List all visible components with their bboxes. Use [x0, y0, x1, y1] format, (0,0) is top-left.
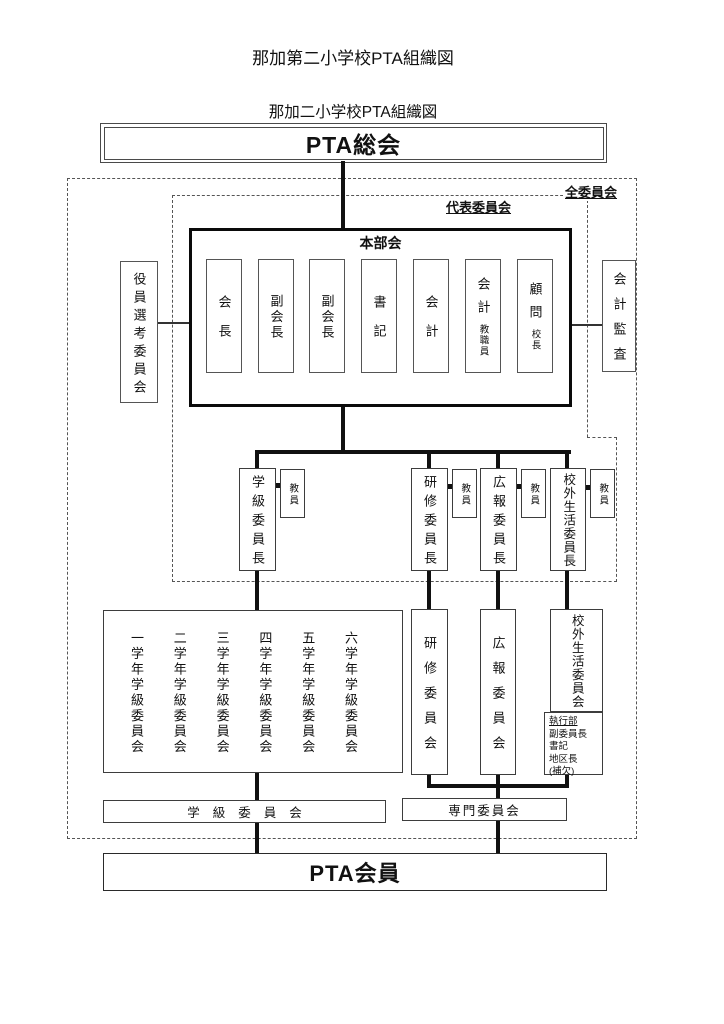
officer-advisor-sub: 校長	[529, 329, 541, 352]
group-all-committees	[67, 178, 637, 839]
stub-kogai-teacher	[585, 485, 591, 490]
bar-gakkyu-label: 学級委員会	[187, 806, 315, 820]
node-grade-committees: 一学年学級委員会 二学年学級委員会 三学年学級委員会 四学年学級委員会 五学年学…	[103, 610, 403, 773]
officer-treasurer: 会計	[413, 259, 449, 373]
officer-president-label: 会長	[216, 295, 232, 353]
grade-1-committee: 一学年学級委員会	[129, 630, 144, 755]
teacher-kenshu-label: 教員	[459, 482, 471, 507]
node-officer-selection-committee: 役員選考委員会	[120, 261, 158, 403]
officer-selection-label: 役員選考委員会	[131, 271, 147, 398]
connector-kenshu-down	[427, 773, 431, 788]
koho-committee-label: 広報委員会	[490, 635, 506, 761]
grade-2-committee: 二学年学級委員会	[171, 630, 187, 755]
page-title: 那加第二小学校PTA組織図	[252, 49, 454, 68]
teacher-koho-label: 教員	[528, 482, 540, 507]
connector-drop-kenshu-chair	[427, 450, 431, 469]
teacher-box-gakkyu: 教員	[280, 469, 305, 518]
chair-gakkyu: 学級委員長	[239, 468, 276, 571]
accounting-audit-label: 会計監査	[611, 272, 627, 372]
officer-secretary: 書記	[361, 259, 397, 373]
connector-branch-horizontal	[255, 450, 571, 454]
connector-kenshu-chair-down	[427, 570, 431, 610]
grade-3-committee: 三学年学級委員会	[214, 630, 230, 755]
stub-gakkyu-teacher	[275, 483, 281, 488]
honbukai-label: 本部会	[359, 235, 402, 251]
shikkobu-member-1: 副委員長	[549, 728, 588, 740]
node-kenshu-committee: 研修委員会	[411, 609, 448, 775]
kenshu-committee-label: 研修委員会	[422, 635, 437, 761]
connector-yakuin-senko	[157, 322, 190, 324]
officer-president: 会長	[206, 259, 242, 373]
node-pta-general-meeting: PTA総会	[100, 123, 607, 163]
officer-advisor: 顧問校長	[517, 259, 553, 373]
connector-committees-horizontal	[427, 784, 569, 788]
chair-kenshu-label: 研修委員長	[422, 475, 437, 570]
officer-treasurer-staff: 会計教職員	[465, 259, 501, 373]
officer-secretary-label: 書記	[371, 295, 387, 353]
node-koho-committee: 広報委員会	[480, 609, 516, 775]
stub-kenshu-teacher	[447, 484, 453, 489]
connector-bar-to-kaiin-right	[496, 820, 500, 854]
chair-kogai: 校外生活委員長	[550, 468, 586, 571]
connector-gakkyu-chair-down	[255, 570, 259, 611]
bar-senmon-committees: 専門委員会	[402, 798, 567, 821]
connector-grades-to-bar	[255, 772, 259, 802]
grade-6-committee: 六学年学級委員会	[342, 630, 358, 755]
teacher-box-kogai: 教員	[590, 469, 615, 518]
node-shikkobu: 執行部 副委員長 書記 地区長 (補欠)	[544, 712, 603, 777]
pta-members-label: PTA会員	[309, 861, 401, 886]
connector-kaikei-kansa	[571, 324, 603, 326]
chair-koho: 広報委員長	[480, 468, 517, 571]
node-accounting-audit: 会計監査	[602, 260, 636, 372]
pta-general-meeting-label: PTA総会	[305, 132, 402, 158]
connector-sokai-to-honbu	[341, 161, 345, 229]
node-honbukai	[189, 228, 572, 407]
officer-vice-president-1-label: 副会長	[268, 294, 284, 341]
teacher-gakkyu-label: 教員	[287, 482, 299, 507]
connector-drop-kogai-chair	[565, 450, 569, 469]
teacher-box-kenshu: 教員	[452, 469, 477, 518]
connector-drop-gakkyu-chair	[255, 450, 259, 469]
connector-koho-chair-down	[496, 570, 500, 610]
officer-vice-president-1: 副会長	[258, 259, 294, 373]
officer-vice-president-2-label: 副会長	[319, 294, 335, 341]
officer-treasurer-staff-label: 会計	[475, 276, 491, 323]
connector-kogai-chair-down	[565, 570, 569, 610]
kogai-committee-label: 校外生活委員会	[569, 613, 584, 709]
stub-koho-teacher	[516, 484, 522, 489]
node-pta-members: PTA会員	[103, 853, 607, 891]
shikkobu-member-2: 書記	[549, 741, 569, 753]
grade-5-committee: 五学年学級委員会	[300, 630, 316, 755]
chair-gakkyu-label: 学級委員長	[250, 475, 265, 570]
chair-kogai-label: 校外生活委員長	[561, 472, 576, 568]
bar-gakkyu-committees: 学級委員会	[103, 800, 386, 823]
officer-advisor-label: 顧問	[527, 282, 543, 329]
officer-vice-president-2: 副会長	[309, 259, 345, 373]
bar-senmon-label: 専門委員会	[448, 804, 521, 818]
connector-bar-to-kaiin-left	[255, 822, 259, 854]
node-kogai-committee: 校外生活委員会	[550, 609, 603, 712]
teacher-kogai-label: 教員	[597, 482, 609, 507]
connector-drop-koho-chair	[496, 450, 500, 469]
chart-subtitle: 那加二小学校PTA組織図	[268, 104, 438, 121]
representative-committee-label: 代表委員会	[444, 197, 514, 216]
shikkobu-title: 執行部	[549, 716, 578, 727]
shikkobu-member-4: (補欠)	[549, 766, 575, 778]
grade-4-committee: 四学年学級委員会	[257, 630, 273, 755]
officer-treasurer-staff-sub: 教職員	[477, 323, 489, 357]
officer-treasurer-label: 会計	[423, 295, 439, 353]
connector-honbu-down	[341, 405, 345, 452]
shikkobu-member-3: 地区長	[549, 753, 578, 765]
group-representative-committee	[172, 195, 588, 582]
all-committees-label: 全委員会	[563, 182, 620, 201]
chair-koho-label: 広報委員長	[491, 475, 506, 570]
chair-kenshu: 研修委員長	[411, 468, 448, 571]
teacher-box-koho: 教員	[521, 469, 546, 518]
connector-kogai-down	[565, 773, 569, 788]
